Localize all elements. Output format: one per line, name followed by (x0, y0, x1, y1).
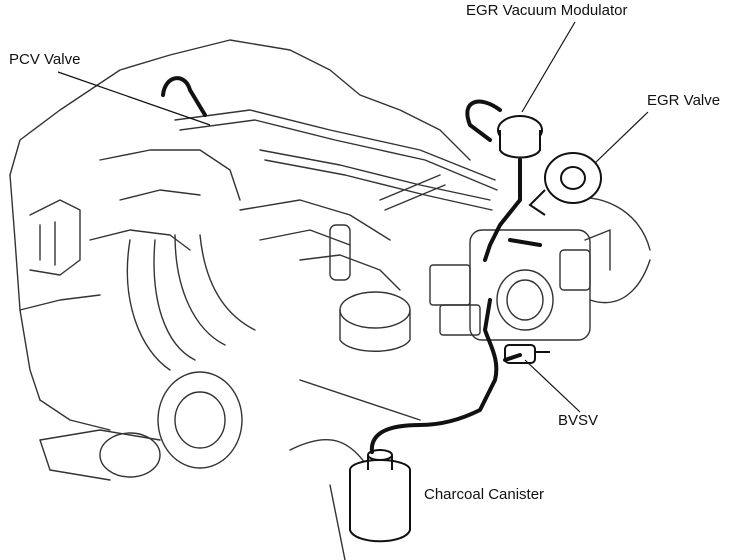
throttle-body (429, 229, 611, 341)
intake-manifold (126, 199, 401, 371)
engine-block (9, 39, 471, 431)
label-charcoal-canister: Charcoal Canister (424, 486, 545, 503)
egr-vacuum-modulator (497, 115, 543, 159)
leader-lines (57, 21, 649, 413)
egr-valve (528, 152, 602, 216)
fuel-rail (174, 109, 498, 211)
label-egr-vacuum-modulator: EGR Vacuum Modulator (466, 2, 628, 19)
vacuum-hoses (161, 76, 542, 454)
label-egr-valve: EGR Valve (647, 92, 721, 109)
charcoal-canister (349, 449, 411, 543)
label-bvsv: BVSV (558, 412, 599, 429)
pulley (39, 371, 243, 481)
label-pcv-valve: PCV Valve (9, 51, 81, 68)
bvsv (504, 344, 550, 364)
